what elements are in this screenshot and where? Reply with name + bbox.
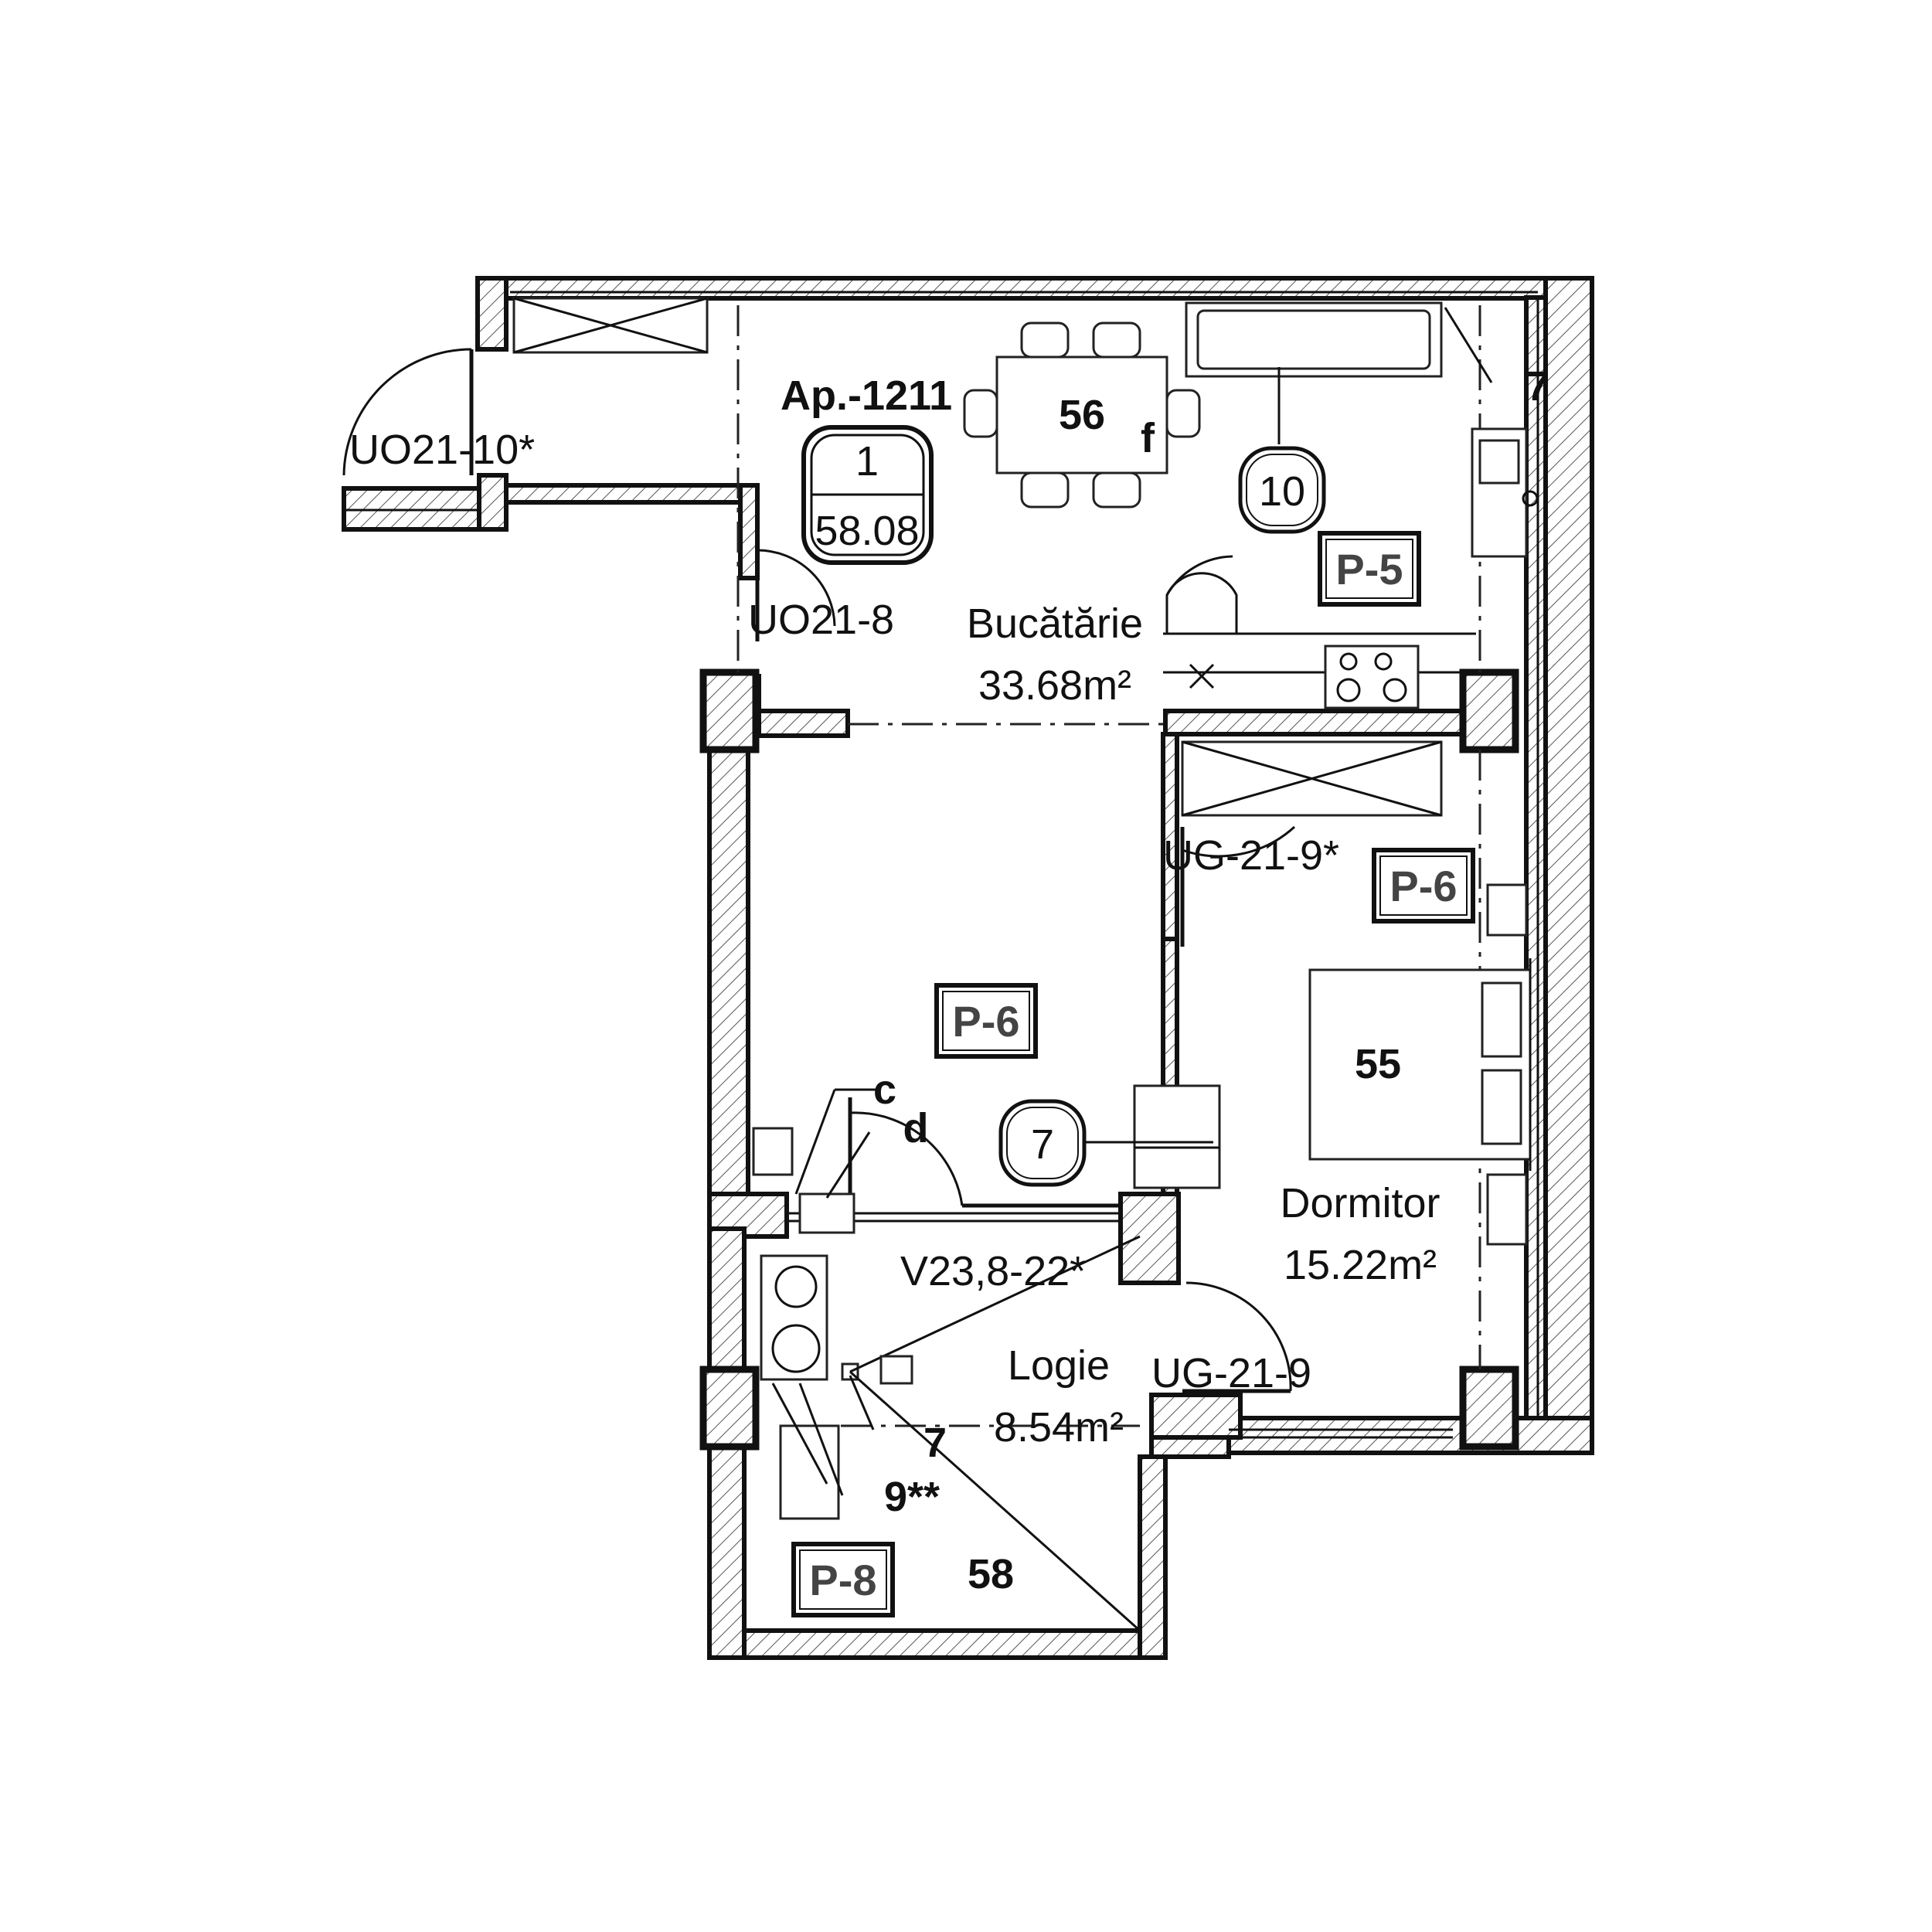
entry-door-label: UO21-10* <box>349 427 535 473</box>
circle-hall-number: 7 <box>1031 1121 1054 1168</box>
bedroom-furniture <box>1133 740 1532 1246</box>
bedroom-name: Dormitor <box>1280 1180 1440 1226</box>
bedroom-door-bottom-label: UG-21-9 <box>1151 1350 1311 1396</box>
floor-tag-bedroom: P-6 <box>1389 862 1457 910</box>
bed-number: 55 <box>1355 1041 1401 1087</box>
dining-table <box>963 321 1201 509</box>
apartment-badge <box>801 425 934 565</box>
loggia-window-label: V23,8-22* <box>900 1248 1086 1294</box>
windows <box>344 291 1539 1439</box>
loggia-name: Logie <box>1008 1342 1110 1389</box>
apartment-name: Ap.-1211 <box>781 372 952 419</box>
apartment-rooms-count: 1 <box>855 438 879 485</box>
bedroom-area: 15.22m² <box>1284 1242 1437 1288</box>
label-d: d <box>903 1105 929 1151</box>
table-number: 56 <box>1059 392 1105 438</box>
callout-frames <box>998 446 1326 1187</box>
bedroom-door-top-label: UG-21-9* <box>1163 832 1339 879</box>
kitchen-furniture <box>1163 301 1539 709</box>
floor-tag-kitchen: P-5 <box>1335 545 1403 594</box>
floor-tag-boxes <box>791 531 1475 1617</box>
walls <box>342 276 1594 1660</box>
apartment-total-area: 58.08 <box>815 508 919 554</box>
kitchen-name: Bucătărie <box>967 600 1143 647</box>
label-7-loggia: 7 <box>923 1420 947 1466</box>
columns <box>699 668 1519 1451</box>
floor-tag-loggia: P-8 <box>809 1556 876 1604</box>
leader-lines <box>794 307 1493 1496</box>
circle-kitchen-number: 10 <box>1259 468 1305 515</box>
loggia-furniture <box>752 1127 1141 1632</box>
kitchen-door-label: UO21-8 <box>748 597 894 643</box>
loggia-number: 58 <box>968 1551 1014 1597</box>
label-7-top-right: 7 <box>1526 363 1549 410</box>
label-f: f <box>1141 415 1155 461</box>
kitchen-area: 33.68m² <box>978 662 1131 709</box>
loggia-area: 8.54m² <box>994 1404 1124 1451</box>
label-9: 9** <box>884 1474 940 1520</box>
floor-tag-hall: P-6 <box>952 997 1019 1046</box>
label-c: c <box>873 1066 896 1113</box>
doors <box>342 348 1296 1393</box>
entry-cabinet <box>512 297 709 354</box>
